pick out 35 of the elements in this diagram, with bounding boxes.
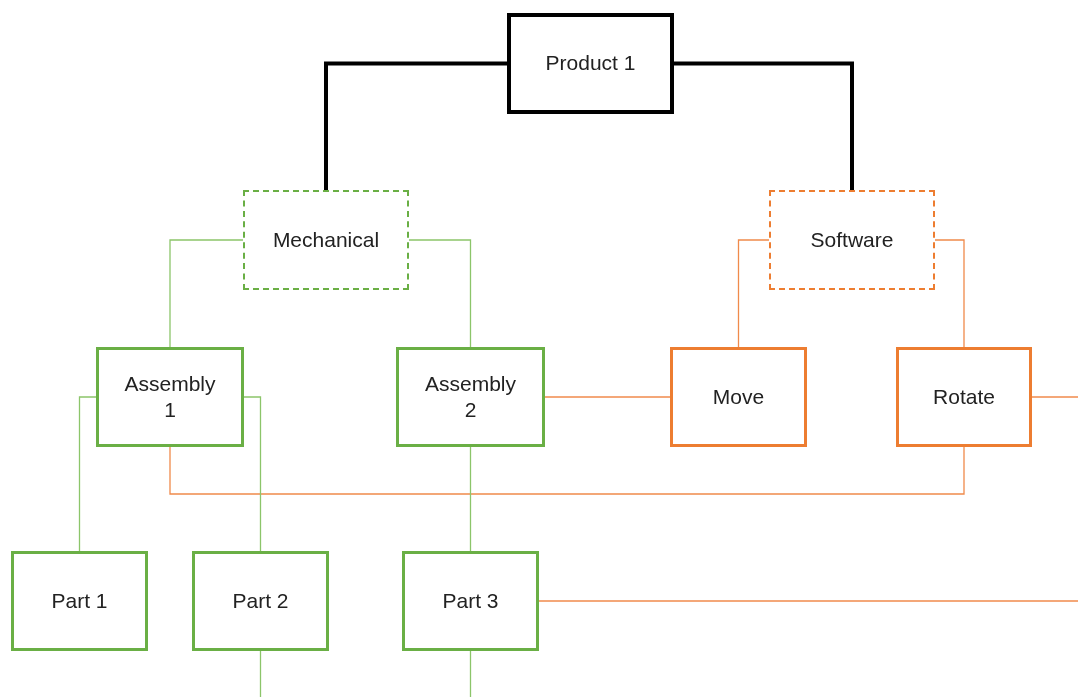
node-label: Product 1 xyxy=(545,50,636,77)
process-box xyxy=(243,190,409,290)
node-label: Move xyxy=(712,383,765,410)
connector-line xyxy=(469,446,472,552)
node-label: Mechanical xyxy=(272,226,380,253)
connector-line xyxy=(324,61,507,190)
connector-line xyxy=(674,61,854,190)
process-box xyxy=(402,551,539,651)
process-box xyxy=(769,190,935,290)
connector-line xyxy=(78,396,97,552)
connector-line xyxy=(259,650,262,697)
node-label: Part 3 xyxy=(442,587,499,614)
connector-line xyxy=(169,446,965,495)
node-label: Part 2 xyxy=(232,587,289,614)
node-label: Assembly 1 xyxy=(123,370,217,423)
node-label: Rotate xyxy=(933,383,995,410)
process-box xyxy=(192,551,329,651)
connector-line xyxy=(408,239,472,348)
connector-line xyxy=(243,396,262,552)
node-label: Assembly 2 xyxy=(424,370,517,423)
connector-line xyxy=(737,239,770,348)
process-box xyxy=(396,347,545,447)
node-label: Part 1 xyxy=(51,587,108,614)
process-box xyxy=(507,13,674,114)
connector-line xyxy=(1031,396,1078,398)
process-box xyxy=(96,347,244,447)
connector-line xyxy=(169,239,244,348)
connector-line xyxy=(469,650,472,697)
node-label: Software xyxy=(810,226,894,253)
connector-line xyxy=(544,396,671,398)
connector-line xyxy=(538,600,1078,602)
process-box xyxy=(11,551,148,651)
process-box xyxy=(670,347,807,447)
process-box xyxy=(896,347,1032,447)
connector-line xyxy=(934,239,965,348)
